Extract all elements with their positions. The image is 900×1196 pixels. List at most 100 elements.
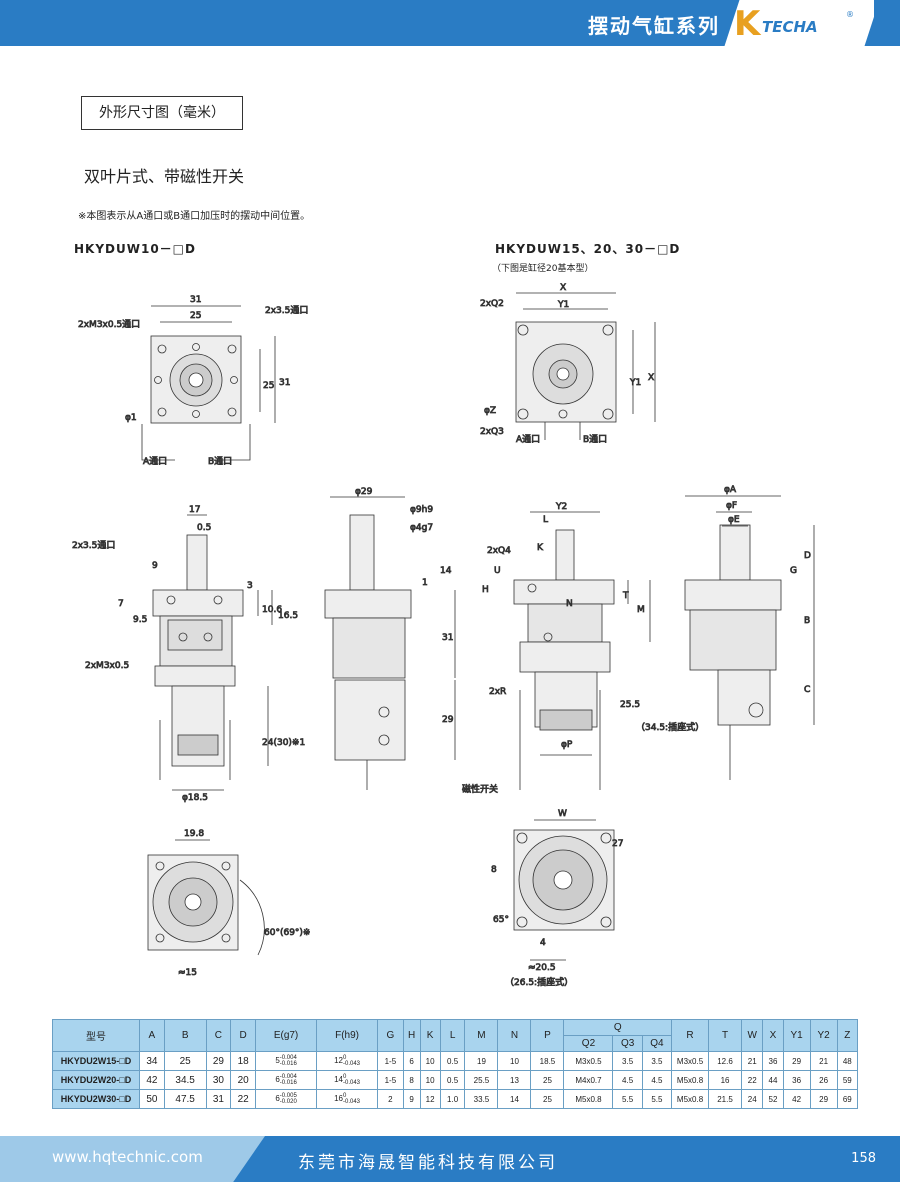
- table-cell: 12.6: [708, 1051, 743, 1071]
- dim-u: U: [494, 566, 501, 576]
- tolerance-lower: -0.043: [342, 1080, 360, 1086]
- dim-4: 4: [540, 938, 546, 948]
- dim-phi18-5: φ18.5: [182, 793, 208, 803]
- table-cell: 25.5: [464, 1070, 499, 1090]
- label-2x35-port: 2x3.5通口: [72, 540, 115, 551]
- drawing-w20-plan: [515, 292, 656, 440]
- logo-mark: K: [734, 4, 761, 44]
- dim-phia: φA: [724, 485, 737, 495]
- table-cell: 31: [205, 1089, 232, 1109]
- dim-phiz: φZ: [484, 406, 496, 416]
- drawing-w10-plan: [141, 305, 276, 461]
- table-cell: 24: [741, 1089, 764, 1109]
- dim-25: 25: [190, 311, 201, 321]
- dim-9-5: 9.5: [133, 615, 147, 625]
- dim-0-5: 0.5: [197, 523, 211, 533]
- table-cell: M3x0.5: [671, 1051, 710, 1071]
- table-cell: 22: [741, 1070, 764, 1090]
- dim-phi9h9: φ9h9: [410, 505, 433, 515]
- table-cell: 34: [139, 1051, 165, 1071]
- table-cell: 0.5: [439, 1070, 466, 1090]
- col-q: Q: [563, 1019, 673, 1036]
- nominal-value: 5: [275, 1056, 280, 1066]
- table-header-row: 型号 A B C D E(g7) F(h9) G H K L M N P Q R…: [52, 1019, 859, 1052]
- tolerance-lower: -0.016: [279, 1061, 297, 1067]
- tolerance: -0.005-0.020: [280, 1093, 297, 1105]
- drawing-w20-bottom: [513, 819, 615, 961]
- company-name: 东莞市海晟智能科技有限公司: [298, 1153, 558, 1173]
- col-y2: Y2: [809, 1019, 838, 1052]
- page-header: 摆动气缸系列 K TECHA ®: [0, 0, 900, 46]
- dim-l: L: [543, 515, 548, 525]
- dim-16-5: 16.5: [278, 611, 298, 621]
- table-cell: 21: [809, 1051, 838, 1071]
- dim-65deg: 65°: [493, 915, 509, 925]
- dim-17: 17: [189, 505, 200, 515]
- dim-phi29: φ29: [355, 487, 373, 497]
- label-magnetic-switch: 磁性开关: [462, 783, 498, 795]
- drawing-w20-front: [684, 495, 815, 780]
- spec-table: 型号 A B C D E(g7) F(h9) G H K L M N P Q R…: [52, 1019, 859, 1109]
- model-left-title: HKYDUW10－□D: [74, 242, 196, 256]
- website-panel: [0, 1136, 265, 1182]
- dim-y1-vertical: Y1: [629, 378, 641, 388]
- table-cell: 29: [205, 1051, 232, 1071]
- dim-approx-20-5: ≈20.5: [528, 963, 556, 973]
- dimension-drawings: 31 25 2xM3x0.5通口 2x3.5通口 25 31 φ1 A通口 B通…: [72, 283, 815, 988]
- dim-27: 27: [612, 839, 623, 849]
- table-cell-tolerance: 5-0.004-0.016: [255, 1051, 318, 1071]
- label-b-port: B通口: [208, 456, 232, 467]
- table-cell: 3.5: [612, 1051, 643, 1071]
- dim-y1: Y1: [557, 300, 569, 310]
- dim-approx-15: ≈15: [178, 968, 197, 978]
- tolerance: 0-0.043: [343, 1055, 360, 1067]
- table-cell: 1-5: [377, 1051, 404, 1071]
- tolerance-lower: -0.020: [279, 1099, 297, 1105]
- table-cell: 59: [836, 1070, 859, 1090]
- nominal-value: 16: [334, 1094, 343, 1104]
- table-cell-tolerance: 6-0.005-0.020: [255, 1089, 318, 1109]
- table-cell: 20: [230, 1070, 257, 1090]
- website-url[interactable]: www.hqtechnic.com: [52, 1148, 203, 1166]
- table-cell: 10: [419, 1051, 441, 1071]
- label-2xq3: 2xQ3: [480, 427, 504, 437]
- tolerance-upper: 0: [342, 1055, 347, 1061]
- nominal-value: 6: [275, 1075, 280, 1085]
- tolerance-upper: 0: [342, 1074, 347, 1080]
- table-cell: 48: [836, 1051, 859, 1071]
- section-note: ※本图表示从A通口或B通口加压时的摆动中间位置。: [78, 211, 311, 222]
- table-cell: 8: [402, 1070, 421, 1090]
- table-cell: 6: [402, 1051, 421, 1071]
- col-f: F(h9): [316, 1019, 379, 1052]
- label-port-35: 2x3.5通口: [265, 305, 308, 316]
- dim-1: 1: [422, 578, 428, 588]
- table-cell: 69: [836, 1089, 859, 1109]
- page-footer: www.hqtechnic.com 东莞市海晟智能科技有限公司 158: [0, 1136, 900, 1182]
- table-cell: 10: [419, 1070, 441, 1090]
- dim-9: 9: [152, 561, 158, 571]
- dim-34-5: （34.5:插座式）: [636, 721, 704, 733]
- table-cell: M3x0.5: [563, 1051, 614, 1071]
- table-cell: M5x0.8: [671, 1070, 710, 1090]
- table-cell: M5x0.8: [563, 1089, 614, 1109]
- table-cell: 9: [402, 1089, 421, 1109]
- table-cell: 42: [139, 1070, 165, 1090]
- table-cell: 4.5: [641, 1070, 673, 1090]
- dim-phif: φF: [726, 501, 737, 511]
- col-t: T: [708, 1019, 743, 1052]
- header-stripe: [874, 0, 900, 46]
- dim-25-5: 25.5: [620, 700, 640, 710]
- col-q4: Q4: [641, 1035, 673, 1052]
- dim-26-5: （26.5:插座式）: [505, 976, 573, 988]
- table-cell: 5.5: [641, 1089, 673, 1109]
- page-number: 158: [851, 1151, 876, 1166]
- dim-phip: φP: [561, 740, 573, 750]
- dim-24-30: 24(30)※1: [262, 738, 305, 748]
- table-cell: 13: [497, 1070, 532, 1090]
- nominal-value: 6: [275, 1094, 280, 1104]
- col-q3: Q3: [612, 1035, 643, 1052]
